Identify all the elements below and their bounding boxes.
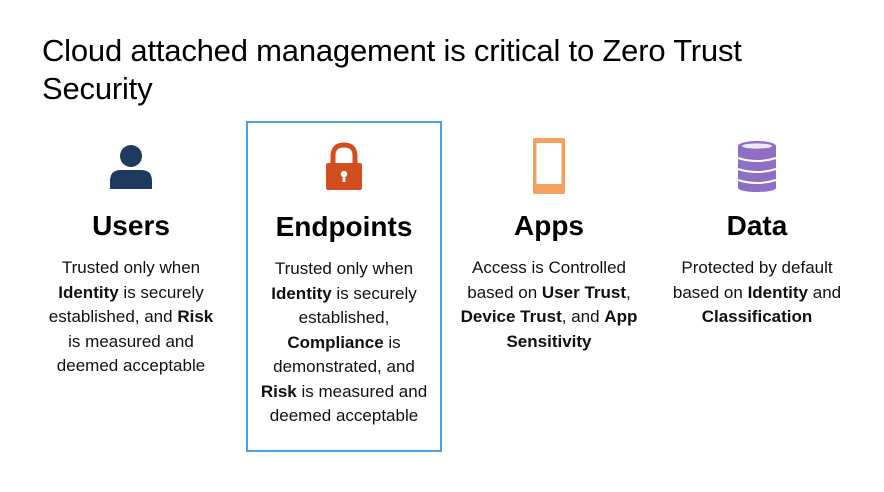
emphasis-text: Risk	[177, 307, 214, 326]
emphasis-text: User Trust	[541, 282, 627, 302]
database-icon	[727, 136, 787, 196]
emphasis-text: Risk	[260, 381, 297, 401]
column-description: Trusted only when Identity is securely e…	[260, 259, 428, 425]
column-heading: Endpoints	[275, 211, 413, 242]
endpoints-column: Endpoints Trusted only when Identity is …	[246, 121, 442, 452]
slide-title: Cloud attached management is critical to…	[42, 33, 742, 106]
emphasis-text: Identity	[58, 282, 119, 302]
column-description: Trusted only when Identity is securely e…	[48, 258, 214, 375]
data-column: Data Protected by default based on Ident…	[659, 122, 855, 452]
column-heading: Data	[726, 210, 788, 241]
emphasis-text: Identity	[271, 283, 332, 303]
column-heading: Apps	[514, 210, 584, 241]
column-heading: Users	[92, 210, 170, 241]
emphasis-text: Classification	[701, 307, 813, 326]
column-description: Access is Controlled based on User Trust…	[460, 258, 638, 351]
padlock-icon	[314, 137, 374, 197]
emphasis-text: Identity	[747, 282, 809, 302]
emphasis-text: Compliance	[287, 332, 384, 352]
emphasis-text: Device Trust	[460, 307, 562, 326]
users-column: Users Trusted only when Identity is secu…	[33, 122, 229, 452]
user-icon	[101, 136, 161, 196]
apps-column: Apps Access is Controlled based on User …	[451, 122, 647, 452]
emphasis-text: App Sensitivity	[506, 307, 638, 351]
mobile-phone-icon	[519, 136, 579, 196]
column-description: Protected by default based on Identity a…	[672, 258, 842, 326]
